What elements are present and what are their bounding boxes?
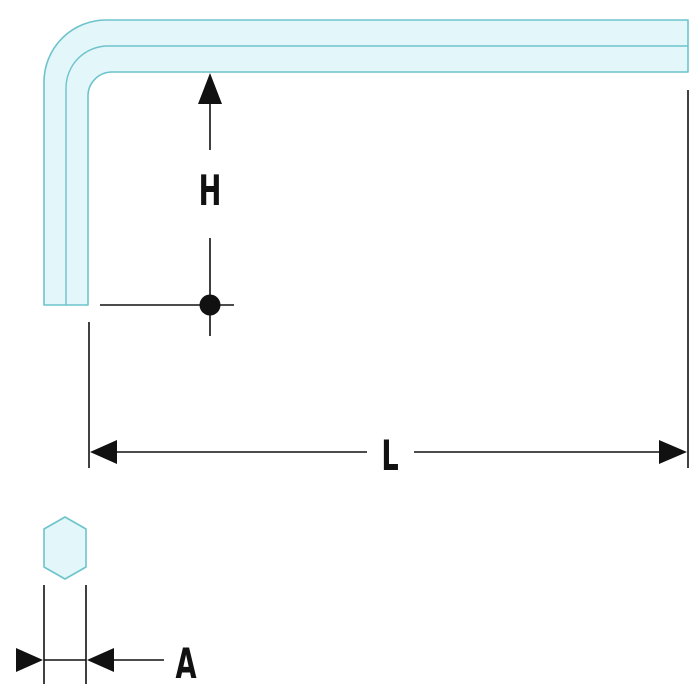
height-label: H [199, 166, 222, 215]
across-flats-right-arrowhead-icon [87, 648, 114, 672]
reference-dot-icon [199, 294, 221, 316]
hex-cross-section [43, 516, 87, 580]
across-flats-left-arrowhead-icon [16, 648, 43, 672]
length-dimension: L [88, 90, 689, 480]
length-label: L [381, 431, 398, 480]
hex-key-facet-line [65, 45, 688, 305]
across-flats-label: A [175, 639, 196, 688]
hex-key-outline [43, 19, 689, 306]
across-flats-dimension: A [16, 585, 197, 688]
length-right-arrowhead-icon [659, 440, 687, 464]
hexagon-icon [43, 516, 87, 580]
hex-key-body [43, 19, 689, 306]
height-arrowhead-icon [198, 73, 222, 104]
height-dimension: H [100, 73, 234, 336]
length-left-arrowhead-icon [90, 440, 117, 464]
